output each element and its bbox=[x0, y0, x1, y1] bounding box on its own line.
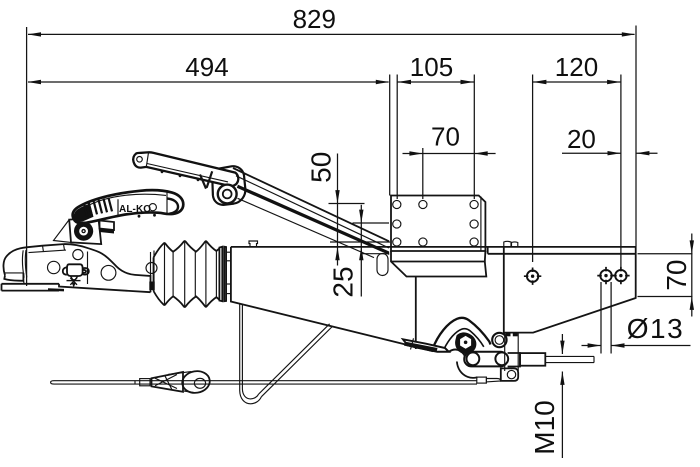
svg-text:25: 25 bbox=[328, 266, 359, 297]
svg-text:70: 70 bbox=[661, 260, 692, 291]
svg-text:M10: M10 bbox=[529, 400, 560, 454]
svg-text:494: 494 bbox=[185, 52, 228, 82]
svg-text:70: 70 bbox=[431, 121, 460, 151]
svg-text:105: 105 bbox=[410, 52, 453, 82]
svg-text:Ø13: Ø13 bbox=[627, 313, 684, 344]
svg-text:120: 120 bbox=[555, 52, 598, 82]
svg-text:50: 50 bbox=[306, 152, 337, 183]
svg-text:829: 829 bbox=[293, 4, 336, 34]
svg-text:20: 20 bbox=[567, 124, 596, 154]
svg-text:AL-KO: AL-KO bbox=[119, 204, 151, 215]
